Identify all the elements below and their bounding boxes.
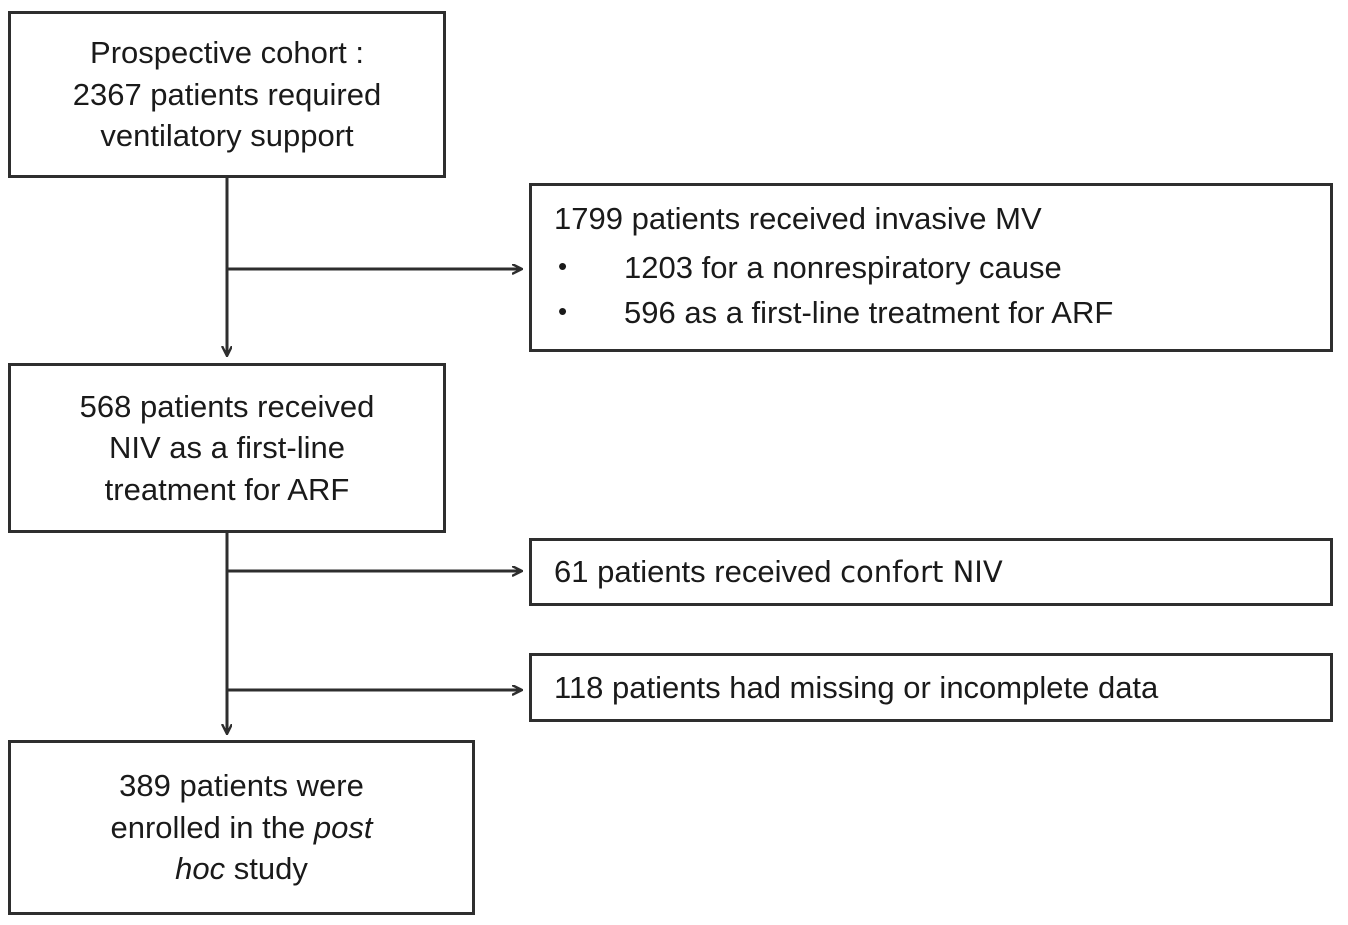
list-item: • 596 as a first-line treatment for ARF — [532, 291, 1330, 336]
node-niv-first-line-text: 568 patients received NIV as a first-lin… — [79, 388, 375, 507]
comfort-niv-lead-text: 61 patients received — [554, 554, 841, 590]
list-item-label: 596 as a first-line treatment for ARF — [624, 294, 1114, 330]
list-item-label: 1203 for a nonrespiratory cause — [624, 249, 1062, 285]
node-prospective-cohort-text: Prospective cohort : 2367 patients requi… — [72, 35, 382, 154]
enrolled-italic-text: post hoc — [175, 809, 373, 887]
node-niv-first-line: 568 patients received NIV as a first-lin… — [8, 363, 446, 533]
list-item: • 1203 for a nonrespiratory cause — [532, 246, 1330, 291]
node-prospective-cohort: Prospective cohort : 2367 patients requi… — [8, 11, 446, 178]
node-enrolled-post-hoc: 389 patients were enrolled in the post h… — [8, 740, 475, 915]
node-comfort-niv-excluded: 61 patients received confort NIV — [529, 538, 1333, 606]
node-invasive-mv-heading: 1799 patients received invasive MV — [554, 201, 1042, 237]
node-invasive-mv-excluded: 1799 patients received invasive MV • 120… — [529, 183, 1333, 352]
node-comfort-niv-text: 61 patients received confort NIV — [532, 551, 1330, 593]
enrolled-trail-text: study — [225, 851, 308, 887]
invasive-mv-bullet-list: • 1203 for a nonrespiratory cause • 596 … — [532, 246, 1330, 336]
node-missing-data-excluded: 118 patients had missing or incomplete d… — [529, 653, 1333, 722]
node-enrolled-post-hoc-text: 389 patients were enrolled in the post h… — [11, 765, 472, 890]
enrolled-lead-text: 389 patients were enrolled in the — [110, 768, 364, 845]
bullet-icon: • — [558, 250, 568, 281]
node-missing-data-text: 118 patients had missing or incomplete d… — [554, 669, 1159, 705]
bullet-icon: • — [558, 295, 568, 326]
comfort-niv-alt-text: confort NIV — [840, 555, 1003, 590]
